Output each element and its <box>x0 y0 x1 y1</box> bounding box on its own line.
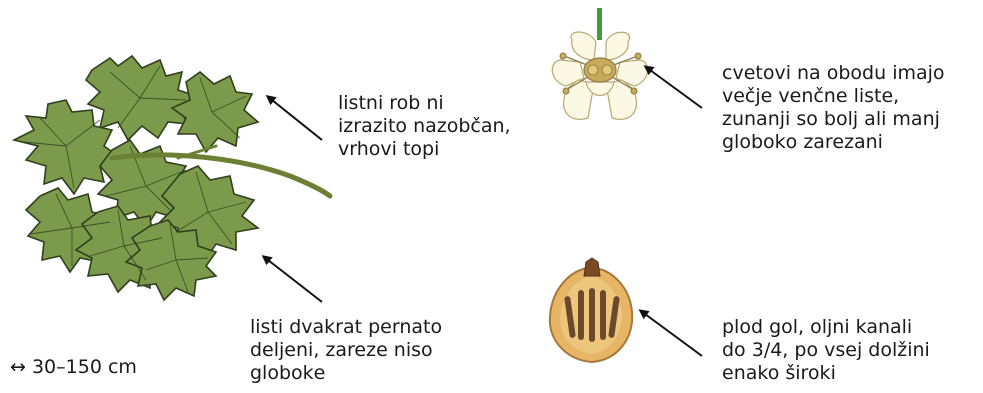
flower-petal-right <box>615 59 649 87</box>
flower-petal-left <box>551 59 585 87</box>
arrow-fruit <box>638 309 703 357</box>
oil-canals <box>564 288 620 342</box>
flower-stem <box>597 8 602 40</box>
leaflet-top-right <box>170 70 260 154</box>
label-leaf-division: listi dvakrat pernato deljeni, zareze ni… <box>250 316 443 384</box>
label-flower: cvetovi na obodu imajo večje venčne list… <box>722 62 945 153</box>
label-leaf-edge: listni rob ni izrazito nazobčan, vrhovi … <box>338 92 511 160</box>
arrow-flower <box>643 65 703 109</box>
label-size-range: ↔ 30–150 cm <box>10 356 137 378</box>
flower-petal-top-right <box>605 31 631 61</box>
fruit-tip <box>583 257 601 277</box>
leaf-stem <box>109 152 333 199</box>
annotation-arrows <box>261 65 703 357</box>
leaf-illustration <box>11 54 333 302</box>
arrow-leaf-division <box>261 255 323 303</box>
flower-center <box>583 57 617 83</box>
leaflet-right-lower <box>124 219 218 302</box>
arrow-leaf-edge <box>265 95 323 141</box>
label-fruit: plod gol, oljni kanali do 3/4, po vsej d… <box>722 316 930 384</box>
flower-petal-top-left <box>570 31 597 61</box>
flower-illustration <box>551 8 649 120</box>
fruit-illustration <box>548 257 634 364</box>
